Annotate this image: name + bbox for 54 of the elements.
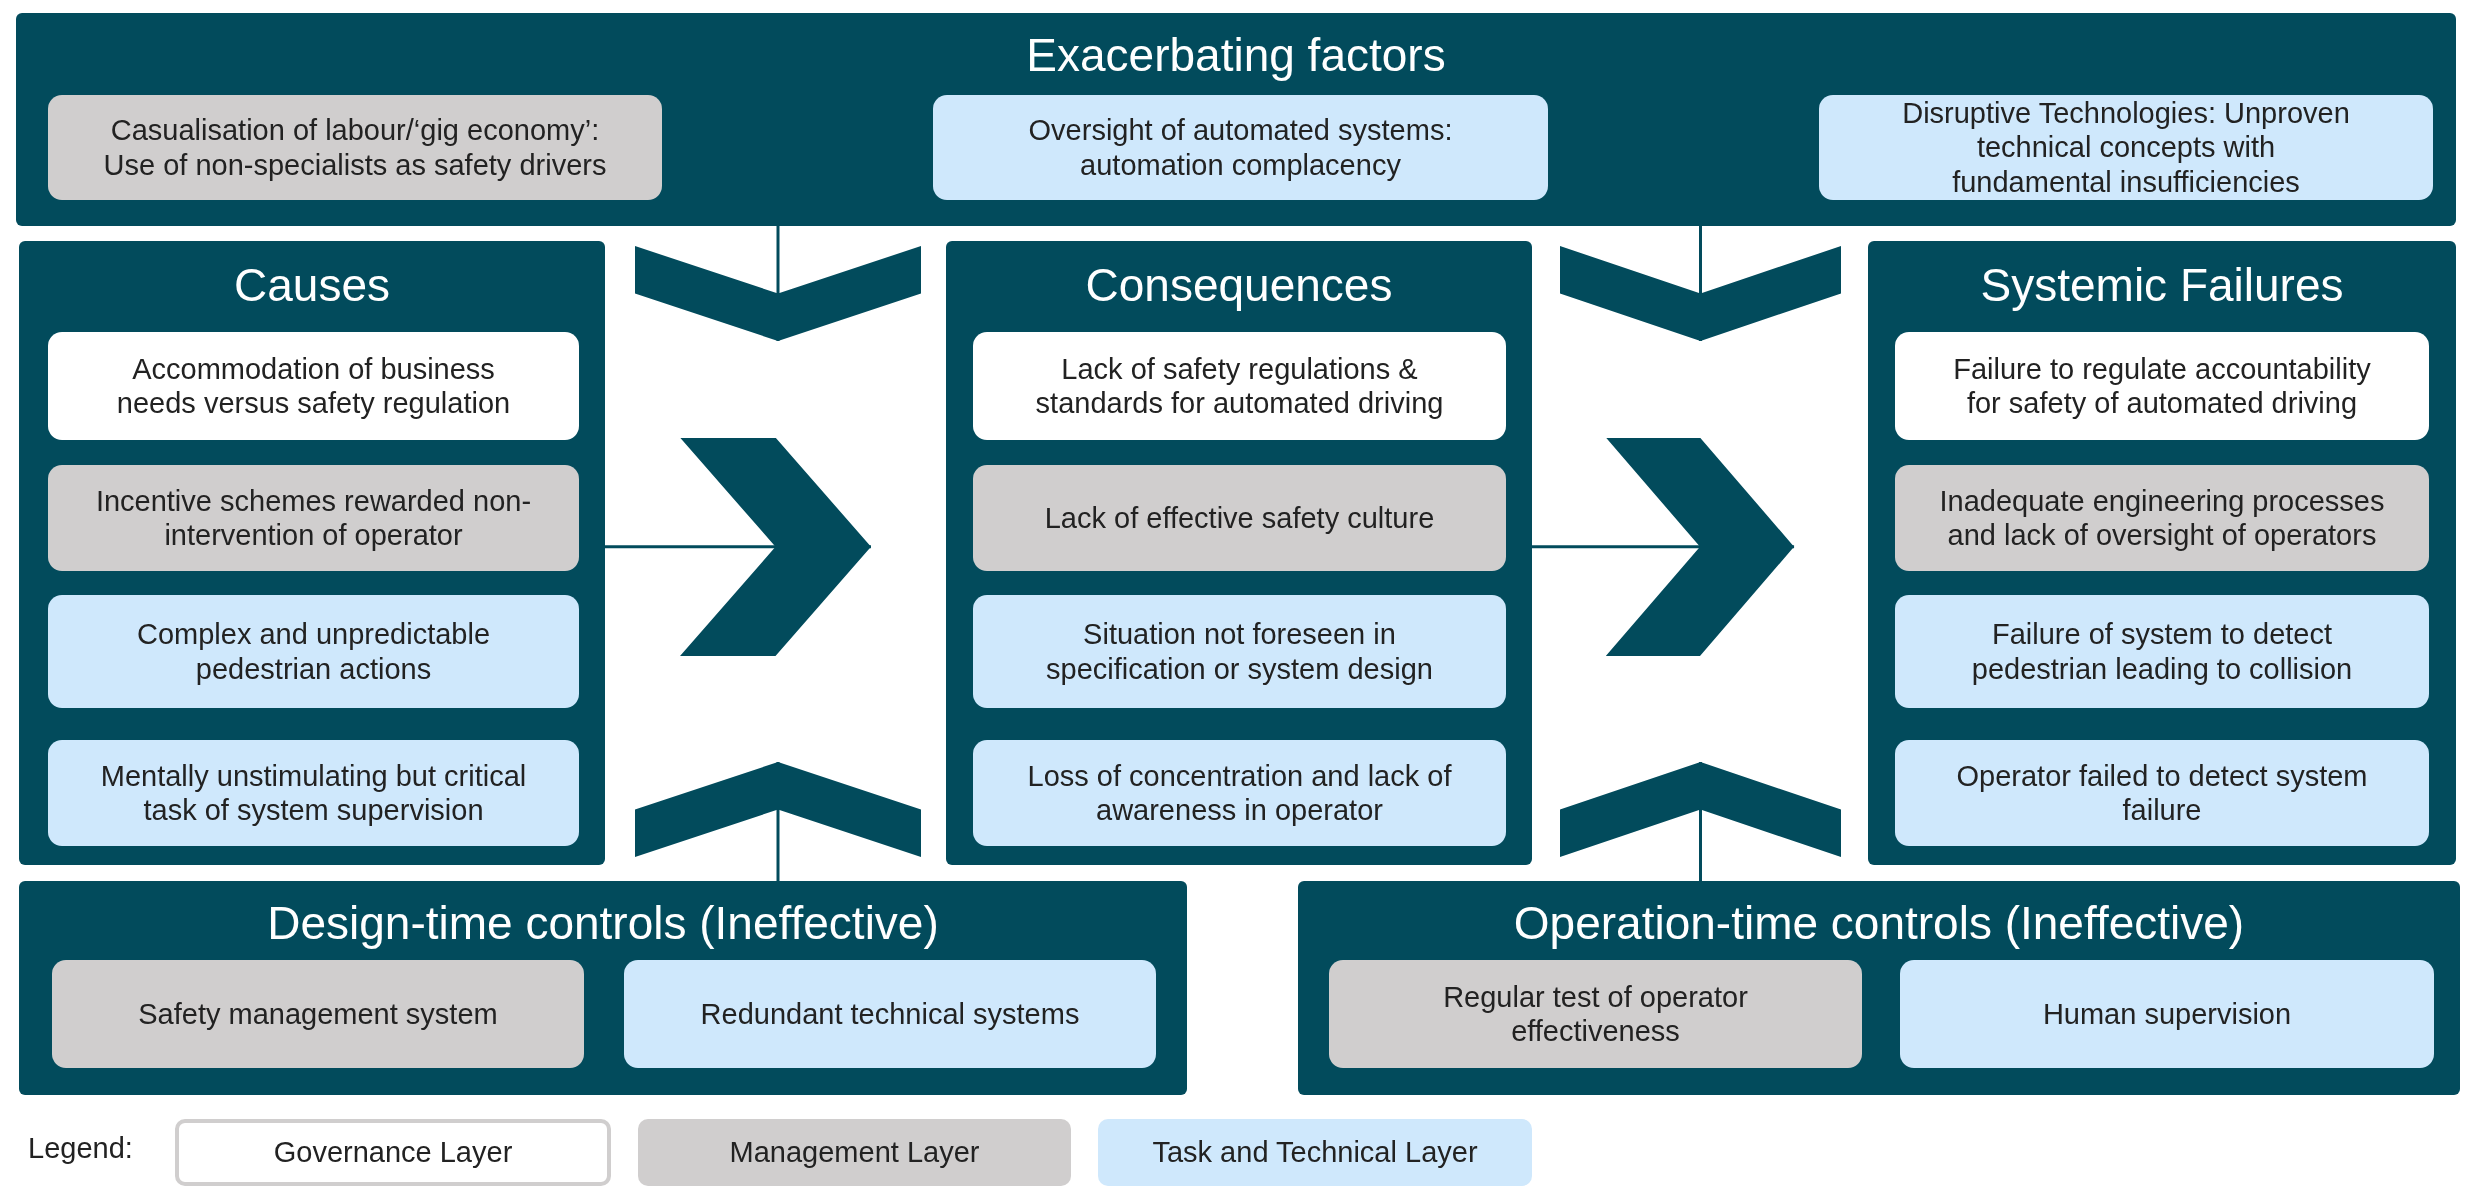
legend-text: Task and Technical Layer xyxy=(1152,1136,1478,1169)
factor-text: Inadequate engineering processes and lack of oversight of operators xyxy=(1938,483,2386,553)
factor-card xyxy=(48,332,579,440)
factor-text: Disruptive Technologies: Unproven technical concepts with fundamental insufficiencies xyxy=(1901,96,2351,199)
panel-heading: Causes xyxy=(234,259,390,311)
factor-text: Casualisation of labour/‘gig economy’: Use of non-specialists as safety drivers xyxy=(102,113,608,182)
factor-text: Failure of system to detect pedestrian leading to collision xyxy=(1970,617,2354,686)
factor-card xyxy=(933,95,1548,200)
factor-text: Complex and unpredictable pedestrian actions xyxy=(135,617,492,686)
factor-text: Human supervision xyxy=(2042,996,2292,1032)
factor-text: Loss of concentration and lack of awareness in operator xyxy=(1026,758,1453,828)
factor-text: Safety management system xyxy=(138,996,498,1032)
legend-text: Governance Layer xyxy=(273,1136,513,1169)
factor-card xyxy=(48,95,662,200)
factor-card xyxy=(48,465,579,571)
factor-text: Lack of safety regulations & standards for automated driving xyxy=(1034,351,1445,421)
panel-heading: Consequences xyxy=(1085,259,1393,311)
factor-card xyxy=(48,740,579,846)
factor-card xyxy=(1900,960,2434,1068)
panel-heading: Operation-time controls (Ineffective) xyxy=(1513,897,2245,949)
factor-text: Failure to regulate accountability for safety of automated driving xyxy=(1952,351,2372,421)
factor-text: Operator failed to detect system failure xyxy=(1955,758,2369,828)
factor-card xyxy=(973,465,1506,571)
factor-card xyxy=(624,960,1156,1068)
factor-card xyxy=(1895,595,2429,708)
panel-heading: Design-time controls (Ineffective) xyxy=(267,897,939,949)
factor-card xyxy=(52,960,584,1068)
panel-heading: Systemic Failures xyxy=(1980,259,2344,311)
factor-card xyxy=(973,332,1506,440)
legend-heading: Legend: xyxy=(28,1132,133,1164)
panel-heading: Exacerbating factors xyxy=(1026,29,1446,81)
factor-card xyxy=(48,595,579,708)
group-panel xyxy=(19,881,1187,1095)
factor-card xyxy=(973,595,1506,708)
factor-text: Mentally unstimulating but critical task of system supervision xyxy=(99,758,528,828)
factor-card xyxy=(1895,465,2429,571)
factor-text: Oversight of automated systems: automation complacency xyxy=(1027,113,1454,182)
factor-card xyxy=(1819,95,2433,200)
group-panel xyxy=(19,241,605,865)
factor-card xyxy=(973,740,1506,846)
factor-text: Accommodation of business needs versus safety regulation xyxy=(115,351,512,421)
factor-card xyxy=(1895,332,2429,440)
legend-text: Management Layer xyxy=(729,1136,980,1169)
group-panel xyxy=(1868,241,2456,865)
group-panel xyxy=(16,13,2456,226)
factor-text: Regular test of operator effectiveness xyxy=(1442,979,1749,1049)
factor-text: Lack of effective safety culture xyxy=(1044,500,1435,536)
group-panel xyxy=(1298,881,2460,1095)
group-panel xyxy=(946,241,1532,865)
factor-text: Situation not foreseen in specification or system design xyxy=(1045,617,1434,686)
factor-card xyxy=(1329,960,1862,1068)
factor-text: Incentive schemes rewarded non-intervention of operator xyxy=(94,483,533,553)
factor-card xyxy=(1895,740,2429,846)
factor-text: Redundant technical systems xyxy=(700,996,1080,1032)
